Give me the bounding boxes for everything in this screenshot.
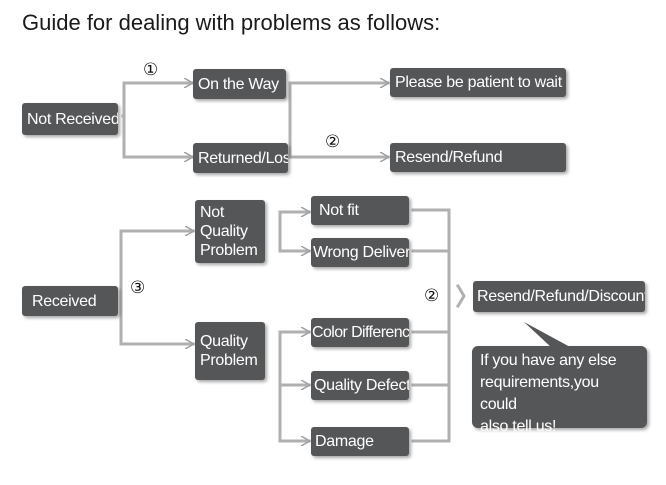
additional-requirements-bubble: If you have any else requirements,you co…	[472, 346, 647, 435]
received-box: Received	[22, 286, 118, 316]
step-marker-3: ③	[130, 278, 146, 298]
not-quality-problem-box: Not Quality Problem	[195, 200, 265, 263]
please-wait-box: Please be patient to wait	[390, 68, 566, 97]
page-title: Guide for dealing with problems as follo…	[22, 10, 441, 35]
resend-refund-discount-box: Resend/Refund/Discount	[473, 281, 645, 312]
step-marker-2-top: ②	[325, 132, 341, 152]
resend-refund-box: Resend/Refund	[390, 143, 566, 172]
wrong-delivery-box: Wrong Deliveru	[311, 238, 409, 267]
color-difference-box: Color Difference	[311, 318, 409, 347]
returned-lost-box: Returned/Lost	[193, 143, 288, 173]
on-the-way-box: On the Way	[193, 69, 286, 99]
damage-box: Damage	[311, 427, 409, 456]
quality-problem-box: Quality Problem	[195, 322, 265, 380]
step-marker-1: ①	[143, 60, 159, 80]
not-received-box: Not Received	[22, 103, 118, 135]
bubble-tail	[524, 322, 572, 348]
step-marker-2-bottom: ②	[424, 286, 440, 306]
not-fit-box: Not fit	[311, 196, 409, 225]
quality-defect-box: Quality Defect	[311, 371, 409, 400]
